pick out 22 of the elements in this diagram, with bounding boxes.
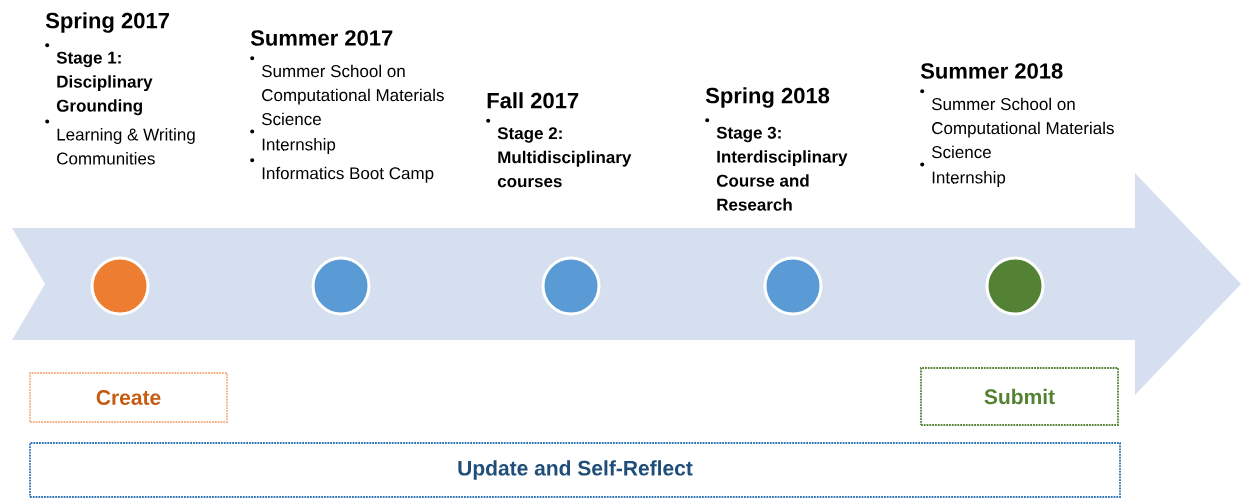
bullet-item: Summer School on Computational Materials Science [250,56,444,126]
timeline-dot [985,256,1045,316]
bullet-item: Internship [250,129,336,154]
bullet-item: Summer School on Computational Materials Science [920,89,1114,159]
bullet-item: Stage 1: Disciplinary Grounding [45,43,153,116]
timeline-dot [311,256,371,316]
timeline-dot [541,256,601,316]
bullet-item: Stage 2: Multidisciplinary courses [486,118,632,188]
period-heading: Spring 2017 [45,12,169,33]
bullet-item: Internship [920,162,1006,187]
period-heading: Summer 2017 [250,30,393,46]
period-heading: Spring 2018 [705,87,830,108]
bullet-item: Informatics Boot Camp [250,158,434,183]
phase-box: Update and Self-Reflect [29,442,1121,498]
period-heading: Summer 2018 [920,63,1063,79]
timeline-dot [90,256,150,316]
phase-box: Create [29,372,228,423]
bullet-item: Learning & Writing Communities [45,119,195,165]
bullet-item: Stage 3: Interdisciplinary Course and Research [705,118,848,211]
period-heading: Fall 2017 [487,92,579,109]
phase-box: Submit [920,367,1119,426]
timeline-dot [763,256,823,316]
